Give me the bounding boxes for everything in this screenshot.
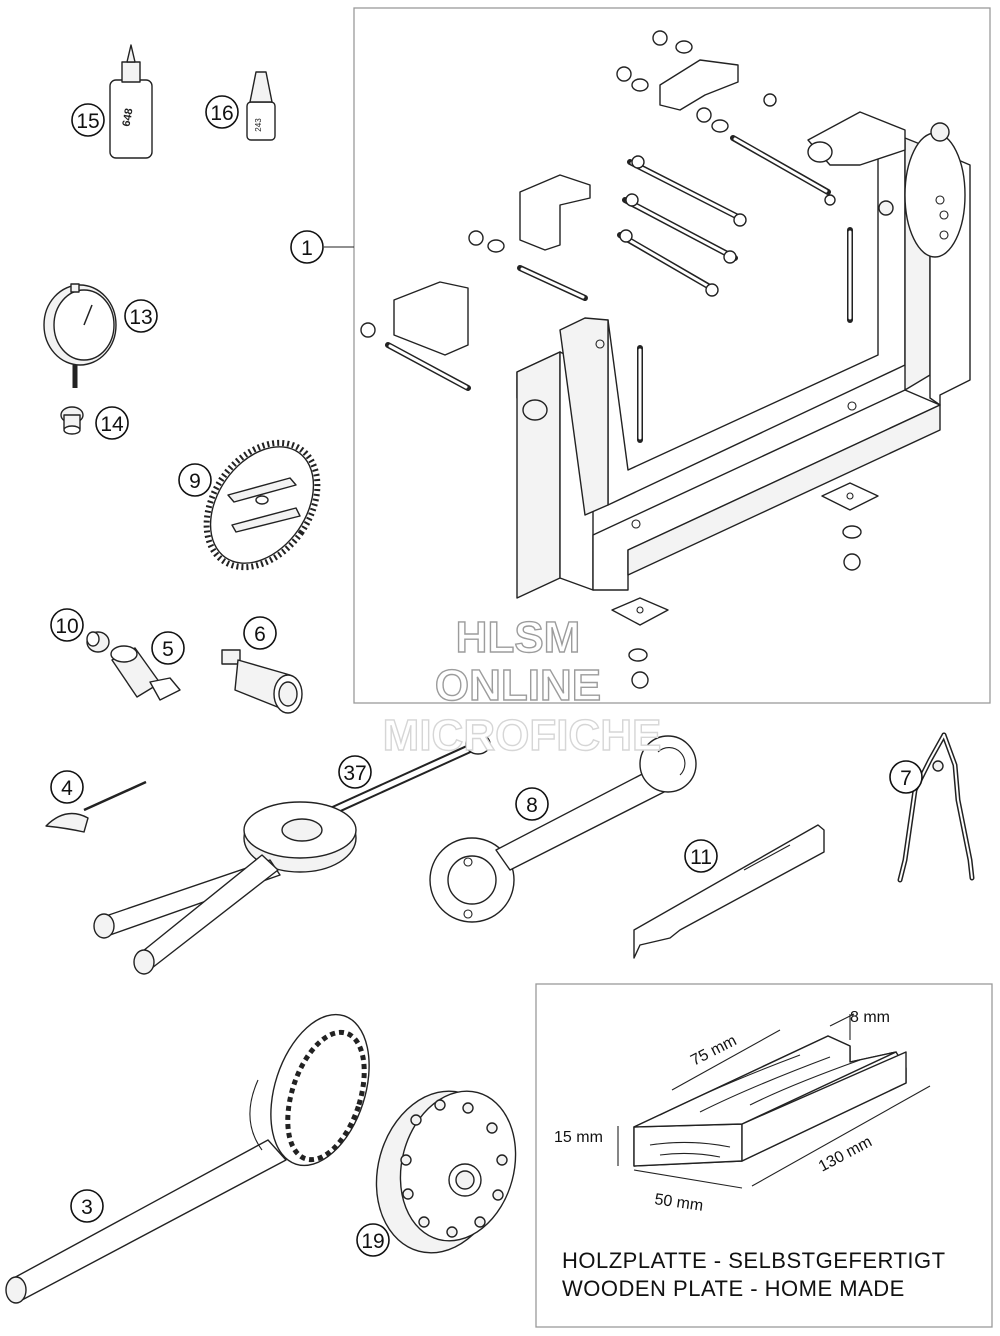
wooden-plate-box: [535, 983, 993, 1328]
dim-15mm: 15 mm: [554, 1129, 603, 1146]
callout-11-label: 11: [690, 846, 712, 869]
dial-gauge-adapter: [60, 406, 84, 435]
flywheel-puller: [221, 649, 303, 714]
loctite-243-label: 243: [254, 118, 263, 132]
dim-8mm: 8 mm: [850, 1009, 890, 1026]
callout-4: 4: [50, 770, 84, 804]
callout-6: 6: [243, 616, 277, 650]
callout-5-label: 5: [162, 638, 174, 661]
callout-19-label: 19: [361, 1230, 384, 1253]
degree-wheel: [203, 439, 321, 571]
dim-50mm: 50 mm: [653, 1191, 704, 1215]
callout-6-label: 6: [254, 623, 266, 646]
clutch-holder: [5, 1013, 370, 1304]
engine-stand-box: [353, 7, 991, 704]
loctite-648-label: 648: [121, 107, 136, 127]
puller-tool: [110, 645, 181, 701]
circlip-pliers: [897, 732, 975, 883]
callout-37-label: 37: [343, 762, 366, 785]
callout-7: 7: [889, 760, 923, 794]
callout-3-label: 3: [81, 1196, 93, 1219]
callout-7-label: 7: [900, 767, 912, 790]
feeler-tool: [633, 824, 825, 959]
engine-stand-drawing: [360, 30, 971, 689]
dim-130mm: 130 mm: [816, 1133, 875, 1175]
rotor-holder: [375, 1090, 517, 1254]
callout-16: 16: [205, 95, 239, 129]
wooden-plate-note-en: WOODEN PLATE - HOME MADE: [562, 1276, 905, 1301]
callout-37: 37: [338, 755, 372, 789]
callout-19: 19: [356, 1223, 390, 1257]
loctite-243-bottle: 243: [246, 71, 276, 141]
callout-8: 8: [515, 787, 549, 821]
crankshaft-tool: [93, 733, 491, 975]
callout-14: 14: [95, 406, 129, 440]
callout-9: 9: [178, 463, 212, 497]
callout-14-label: 14: [100, 413, 124, 436]
callout-10: 10: [50, 608, 84, 642]
wooden-plate-note-de: HOLZPLATTE - SELBSTGEFERTIGT: [562, 1248, 946, 1273]
bushing: [86, 631, 110, 653]
callout-4-label: 4: [61, 777, 73, 800]
loctite-648-bottle: 648: [109, 44, 153, 159]
dim-75mm: 75 mm: [688, 1032, 739, 1069]
watermark-line3: MICROFICHE: [383, 711, 662, 760]
callout-8-label: 8: [526, 794, 538, 817]
callout-13: 13: [124, 299, 158, 333]
callout-3: 3: [70, 1189, 104, 1223]
callout-9-label: 9: [189, 470, 201, 493]
dimension-lines: [617, 1013, 931, 1189]
callout-1: 1: [290, 230, 324, 264]
callout-1-label: 1: [301, 237, 313, 260]
ignition-tool: [45, 780, 147, 833]
callout-15: 15: [71, 103, 105, 137]
callout-13-label: 13: [129, 306, 152, 329]
watermark-line1: HLSM: [456, 613, 581, 662]
callout-15-label: 15: [76, 110, 99, 133]
callout-16-label: 16: [210, 102, 233, 125]
watermark-line2: ONLINE: [435, 661, 601, 710]
callout-5: 5: [151, 631, 185, 665]
callout-10-label: 10: [55, 615, 78, 638]
wooden-plate-drawing: [633, 1035, 907, 1167]
dial-gauge: [43, 283, 117, 388]
spanner-wrench: [429, 735, 697, 923]
callout-11: 11: [684, 839, 718, 873]
